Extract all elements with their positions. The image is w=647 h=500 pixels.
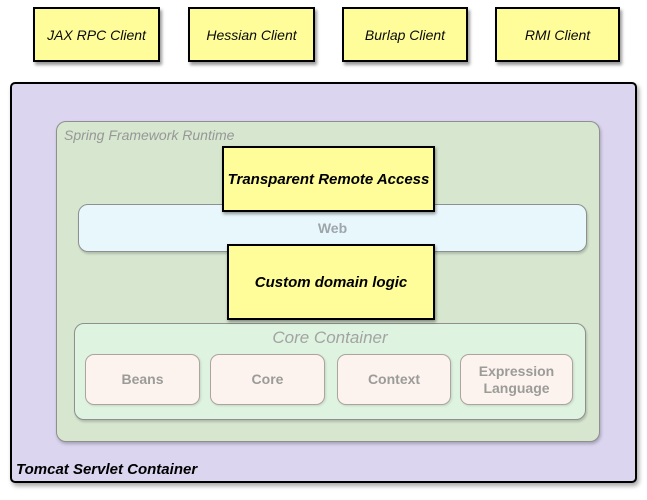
client-box-jax-rpc: JAX RPC Client [33, 7, 160, 62]
spring-framework-runtime-label: Spring Framework Runtime [64, 127, 235, 143]
client-box-rmi: RMI Client [495, 7, 620, 62]
tomcat-servlet-container-label: Tomcat Servlet Container [16, 461, 198, 478]
transparent-remote-access-box: Transparent Remote Access [222, 146, 435, 212]
module-label: Expression Language [478, 363, 555, 396]
custom-domain-logic-box: Custom domain logic [227, 244, 435, 320]
module-label: Core [251, 371, 284, 388]
client-box-label: Burlap Client [364, 26, 446, 43]
tomcat-servlet-container: Spring Framework Runtime Transparent Rem… [10, 82, 637, 483]
transparent-remote-access-label: Transparent Remote Access [227, 170, 430, 188]
module-box-expression-language: Expression Language [460, 354, 573, 405]
core-container-label: Core Container [272, 328, 388, 347]
client-box-label: RMI Client [524, 26, 591, 43]
module-box-context: Context [337, 354, 451, 405]
client-box-burlap: Burlap Client [342, 7, 468, 62]
module-label: Beans [121, 371, 164, 388]
client-box-label: JAX RPC Client [47, 26, 146, 43]
spring-framework-runtime-container: Spring Framework Runtime Transparent Rem… [56, 121, 600, 442]
module-box-beans: Beans [85, 354, 200, 405]
web-layer-label: Web [317, 220, 348, 236]
client-box-hessian: Hessian Client [188, 7, 315, 62]
custom-domain-logic-label: Custom domain logic [254, 273, 408, 291]
client-box-label: Hessian Client [206, 26, 297, 43]
module-label: Context [367, 371, 421, 388]
core-container: Core Container Beans Core Context Expres… [74, 323, 586, 420]
module-box-core: Core [210, 354, 325, 405]
